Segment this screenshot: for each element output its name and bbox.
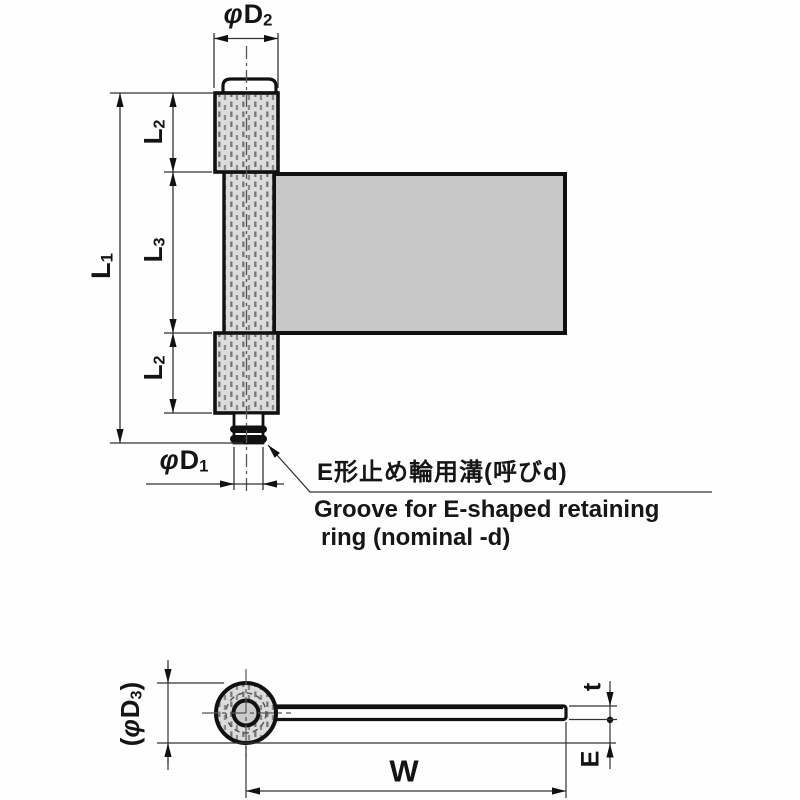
phi-symbol: φ <box>115 719 146 738</box>
label-phi-d3: (φD3) <box>115 681 146 747</box>
label-t: t <box>578 682 607 692</box>
phi-symbol: φ <box>159 444 179 475</box>
retaining-ring-groove-lower <box>230 435 267 443</box>
center-tube <box>222 170 276 336</box>
phi-symbol: φ <box>223 0 243 29</box>
groove-leader-line <box>267 444 712 493</box>
label-phi-d1: φD1 <box>159 444 209 476</box>
leaf-front <box>272 172 567 335</box>
label-l2-bottom: L2 <box>138 355 169 381</box>
label-l3: L3 <box>138 237 169 263</box>
front-view <box>213 46 567 492</box>
groove-note-english-line2: ring (nominal -d) <box>321 524 511 551</box>
label-l1: L1 <box>85 253 117 279</box>
label-e: E <box>576 750 605 768</box>
groove-note-japanese: E形止め輪用溝(呼びd) <box>317 459 568 486</box>
label-l2-top: L2 <box>138 119 169 145</box>
groove-note-english-line1: Groove for E-shaped retaining <box>314 496 660 523</box>
pin-top-cap <box>221 77 278 95</box>
bottom-view <box>202 669 568 757</box>
retaining-ring-groove-upper <box>230 425 267 433</box>
label-phi-d2: φD2 <box>223 0 273 30</box>
label-w: W <box>389 753 419 789</box>
bottom-dimensions <box>157 660 617 798</box>
front-dimensions <box>110 33 712 493</box>
